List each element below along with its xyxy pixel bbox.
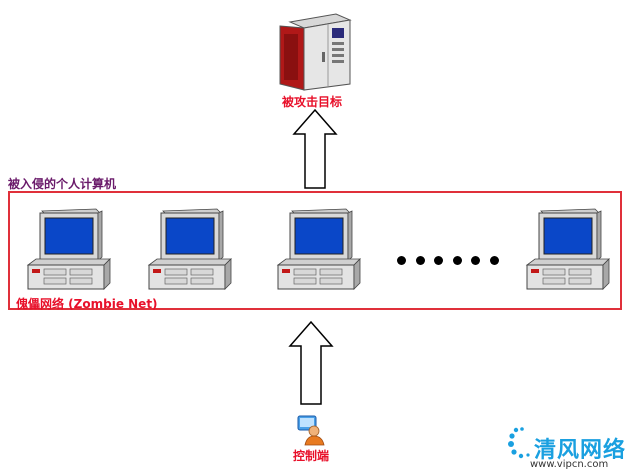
watermark-url: www.vipcn.com [530,459,609,470]
desktop-computer-icon [521,207,613,293]
botnet-frame [8,191,622,310]
ellipsis-dot [489,256,499,265]
desktop-computer-icon [22,207,114,293]
ellipsis-dot [415,256,425,265]
desktop-computer-icon [143,207,235,293]
desktop-computer-icon [272,207,364,293]
ellipsis-dot [434,256,443,265]
ellipsis-dot [471,256,480,265]
user-computer-icon [297,415,325,446]
arrow-up-to-target [292,108,338,189]
controller-label: 控制端 [293,449,330,463]
ellipsis-dot [452,256,462,265]
target-label: 被攻击目标 [282,95,343,109]
botnet-caption: 傀儡网络 (Zombie Net) [16,297,158,311]
watermark-name: 清风网络 [534,438,627,463]
server-icon [279,13,352,91]
ellipsis-dot [397,256,406,265]
watermark-logo-icon [508,427,530,459]
arrow-up-to-botnet [288,320,334,405]
botnet-group-title: 被入侵的个人计算机 [8,177,117,191]
